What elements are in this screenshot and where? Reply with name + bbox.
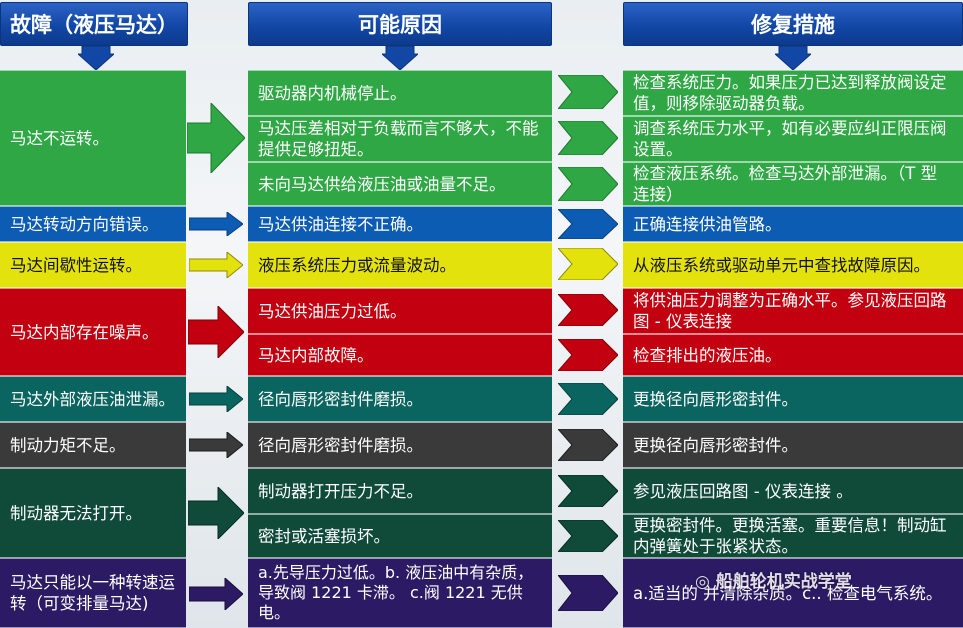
remedy-cell: 更换密封件。更换活塞。重要信息！制动缸内弹簧处于张紧状态。 [623, 514, 963, 558]
cause-text: 径向唇形密封件磨损。 [258, 435, 423, 455]
fault-text: 马达不运转。 [10, 128, 109, 148]
cause-cell: 马达供油连接不正确。 [248, 206, 552, 242]
cause-cell: a.先导压力过低。b. 液压油中有杂质，导致阀 1221 卡滞。 c.阀 122… [248, 558, 552, 628]
remedy-text: 更换密封件。更换活塞。重要信息！制动缸内弹簧处于张紧状态。 [633, 516, 947, 556]
cause-cell: 径向唇形密封件磨损。 [248, 376, 552, 422]
right-arrow-icon [189, 386, 243, 412]
watermark: ◎ 船舶轮机实战学堂 [695, 567, 852, 592]
remedy-cell: 检查系统压力。如果压力已达到释放阀设定值，则移除驱动器负载。 [623, 70, 963, 116]
right-arrow-icon [188, 306, 244, 358]
remedy-cell: 更换径向唇形密封件。 [623, 422, 963, 468]
fault-text: 马达内部存在噪声。 [10, 322, 159, 342]
right-arrow-icon [188, 487, 244, 539]
chevron-right-icon [558, 575, 618, 611]
cause-cell: 马达压差相对于负载而言不够大，不能提供足够扭矩。 [248, 116, 552, 162]
cause-cell: 驱动器内机械停止。 [248, 70, 552, 116]
remedy-cell: 检查排出的液压油。 [623, 334, 963, 376]
fault-text: 马达只能以一种转速运转（可变排量马达) [10, 573, 175, 613]
remedy-text: 参见液压回路图 - 仪表连接 。 [633, 481, 853, 501]
remedy-text: 检查液压系统。检查马达外部泄漏。（T 型连接） [633, 164, 938, 204]
fault-text: 马达外部液压油泄漏。 [10, 389, 175, 409]
chevron-right-icon [558, 383, 618, 415]
right-arrow-icon [189, 432, 243, 458]
right-arrow-icon [187, 103, 245, 173]
cause-text: 马达供油连接不正确。 [258, 214, 423, 234]
chevron-right-icon [558, 294, 618, 326]
cause-cell: 液压系统压力或流量波动。 [248, 242, 552, 288]
wechat-icon: ◎ [695, 572, 710, 592]
header-remedy: 修复措施 [623, 2, 963, 46]
remedy-text: a.适当的 并清除杂质。c.. 检查电气系统。 [633, 583, 943, 603]
remedy-cell: 更换径向唇形密封件。 [623, 376, 963, 422]
fault-cell: 马达只能以一种转速运转（可变排量马达) [0, 558, 186, 628]
right-arrow-icon [189, 212, 243, 236]
cause-text: 未向马达供给液压油或油量不足。 [258, 174, 506, 194]
fault-cell: 马达间歇性运转。 [0, 242, 186, 288]
remedy-cell: 将供油压力调整为正确水平。参见液压回路图 - 仪表连接 [623, 288, 963, 334]
right-arrow-icon [189, 578, 243, 610]
cause-text: 驱动器内机械停止。 [258, 83, 407, 103]
cause-text: 马达压差相对于负载而言不够大，不能提供足够扭矩。 [258, 119, 539, 159]
header-cause: 可能原因 [248, 2, 552, 46]
cause-text: 马达内部故障。 [258, 345, 374, 365]
chevron-right-icon [558, 167, 618, 201]
remedy-cell: 调查系统压力水平，如有必要应纠正限压阀设置。 [623, 116, 963, 162]
remedy-text: 更换径向唇形密封件。 [633, 389, 798, 409]
right-arrow-icon [189, 252, 243, 278]
remedy-cell: 参见液压回路图 - 仪表连接 。 [623, 468, 963, 514]
cause-cell: 密封或活塞损坏。 [248, 514, 552, 558]
remedy-text: 从液压系统或驱动单元中查找故障原因。 [633, 255, 930, 275]
cause-text: 液压系统压力或流量波动。 [258, 255, 456, 275]
chevron-right-icon [558, 429, 618, 461]
header-fault-down-arrow-icon [78, 46, 114, 70]
cause-text: 密封或活塞损坏。 [258, 526, 390, 546]
chevron-right-icon [558, 339, 618, 371]
fault-text: 制动力矩不足。 [10, 435, 126, 455]
remedy-text: 检查排出的液压油。 [633, 345, 782, 365]
cause-cell: 制动器打开压力不足。 [248, 468, 552, 514]
cause-cell: 未向马达供给液压油或油量不足。 [248, 162, 552, 206]
chevron-right-icon [558, 75, 618, 109]
remedy-cell: 检查液压系统。检查马达外部泄漏。（T 型连接） [623, 162, 963, 206]
header-cause-down-arrow-icon [382, 46, 418, 70]
cause-cell: 马达内部故障。 [248, 334, 552, 376]
chevron-right-icon [558, 248, 618, 280]
fault-text: 马达转动方向错误。 [10, 214, 159, 234]
remedy-text: 将供油压力调整为正确水平。参见液压回路图 - 仪表连接 [633, 291, 947, 331]
cause-cell: 径向唇形密封件磨损。 [248, 422, 552, 468]
fault-cell: 制动力矩不足。 [0, 422, 186, 468]
fault-text: 马达间歇性运转。 [10, 255, 142, 275]
cause-text: 制动器打开压力不足。 [258, 481, 423, 501]
remedy-text: 正确连接供油管路。 [633, 214, 782, 234]
header-fault: 故障（液压马达） [0, 2, 188, 46]
cause-text: 径向唇形密封件磨损。 [258, 389, 423, 409]
header-remedy-down-arrow-icon [775, 46, 811, 70]
remedy-cell: a.适当的 并清除杂质。c.. 检查电气系统。 [623, 558, 963, 628]
remedy-cell: 正确连接供油管路。 [623, 206, 963, 242]
cause-text: a.先导压力过低。b. 液压油中有杂质，导致阀 1221 卡滞。 c.阀 122… [258, 563, 534, 622]
fault-text: 制动器无法打开。 [10, 503, 142, 523]
remedy-cell: 从液压系统或驱动单元中查找故障原因。 [623, 242, 963, 288]
fault-cell: 马达内部存在噪声。 [0, 288, 186, 376]
chevron-right-icon [558, 475, 618, 507]
header-cause-label: 可能原因 [358, 13, 442, 37]
header-remedy-label: 修复措施 [751, 13, 835, 37]
cause-cell: 马达供油压力过低。 [248, 288, 552, 334]
fault-cell: 马达外部液压油泄漏。 [0, 376, 186, 422]
chevron-right-icon [558, 209, 618, 239]
watermark-text: 船舶轮机实战学堂 [715, 572, 852, 592]
fault-cell: 马达转动方向错误。 [0, 206, 186, 242]
fault-cell: 制动器无法打开。 [0, 468, 186, 558]
header-fault-label: 故障（液压马达） [10, 13, 178, 37]
remedy-text: 检查系统压力。如果压力已达到释放阀设定值，则移除驱动器负载。 [633, 73, 947, 113]
fault-cell: 马达不运转。 [0, 70, 186, 206]
remedy-text: 调查系统压力水平，如有必要应纠正限压阀设置。 [633, 119, 947, 159]
remedy-text: 更换径向唇形密封件。 [633, 435, 798, 455]
cause-text: 马达供油压力过低。 [258, 301, 407, 321]
chevron-right-icon [558, 520, 618, 552]
chevron-right-icon [558, 121, 618, 155]
